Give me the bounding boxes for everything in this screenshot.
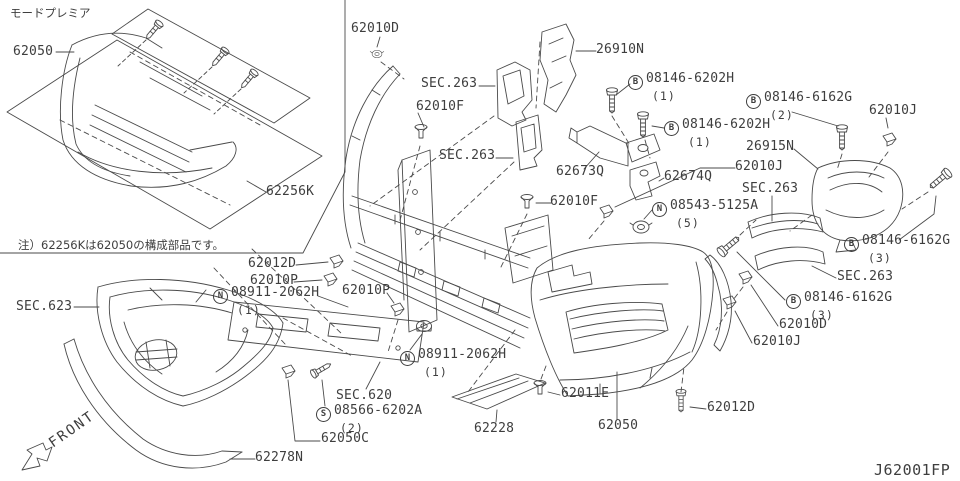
inset-frame [0,0,346,254]
nut-symbol-N-icon: N [400,351,415,366]
label-62010J-b: 62010J [735,159,784,174]
bolt-symbol-B-icon: B [664,121,679,136]
sec263-bracket-a [496,61,533,127]
lower-strip-art [63,338,243,469]
sec263-bracket-b [515,114,543,171]
label-62012D-b: 62012D [707,400,756,415]
license-bracket-art [227,301,425,363]
label-sec-263-c: SEC.263 [742,181,799,196]
inset-panel-art [6,8,323,230]
label-62010P-b: 62010P [342,283,391,298]
screw-symbol-S-icon: S [316,407,331,422]
bracket-62673Q [568,125,661,167]
label-sec-620: SEC.620 [336,388,393,403]
nissan-emblem-icon [134,339,178,371]
label-62278N: 62278N [255,450,304,465]
bracket-26910N [535,23,577,113]
bolt-symbol-B-icon: B [628,75,643,90]
inset-bumper-art [59,32,237,188]
label-62010P-a: 62010P [250,273,299,288]
label-26915N: 26915N [746,139,795,154]
absorber-pad-art [451,373,546,410]
center-strut-art [397,149,438,333]
bolt-symbol-B-icon: B [786,294,801,309]
bumper-side-silhouette [342,65,401,249]
label-sec-263-d: SEC.263 [837,269,894,284]
label-62674Q: 62674Q [664,169,713,184]
reinforcement-art [349,195,554,349]
label-sec-263-b: SEC.263 [439,148,496,163]
inset-title: モードプレミア [10,6,91,20]
label-62010J-a: 62010J [869,103,918,118]
leader-lines [73,36,937,460]
label-62256K: 62256K [266,184,315,199]
label-62012D-a: 62012D [248,256,297,271]
label-62010D-a: 62010D [351,21,400,36]
bolt-symbol-B-icon: B [844,237,859,252]
nut-symbol-N-icon: N [213,289,228,304]
bolt-symbol-B-icon: B [746,94,761,109]
label-62673Q: 62673Q [556,164,605,179]
bracket-62674Q [629,161,661,201]
label-26910N: 26910N [596,42,645,57]
fog-finisher-strips [747,212,826,271]
drawing-code: J62001FP [874,461,951,479]
label-62050-inset: 62050 [13,44,54,59]
label-62010D-b: 62010D [779,317,828,332]
nut-symbol-N-icon: N [652,202,667,217]
front-bumper-fascia-art [530,242,714,397]
inset-leaders [55,51,267,193]
fender-corner-art [704,254,732,352]
inset-screws [117,18,260,115]
front-arrow-icon [21,442,53,471]
label-62011E: 62011E [561,386,610,401]
label-62050: 62050 [598,418,639,433]
label-sec-263-a: SEC.263 [421,76,478,91]
label-62050C: 62050C [321,431,370,446]
label-62010J-c: 62010J [753,334,802,349]
dashed-lines [213,61,929,393]
label-62228: 62228 [474,421,515,436]
label-62010F-a: 62010F [416,99,465,114]
label-62010F-b: 62010F [550,194,599,209]
label-sec-623: SEC.623 [16,299,73,314]
inset-note: 注）62256Kは62050の構成部品です。 [18,238,225,252]
